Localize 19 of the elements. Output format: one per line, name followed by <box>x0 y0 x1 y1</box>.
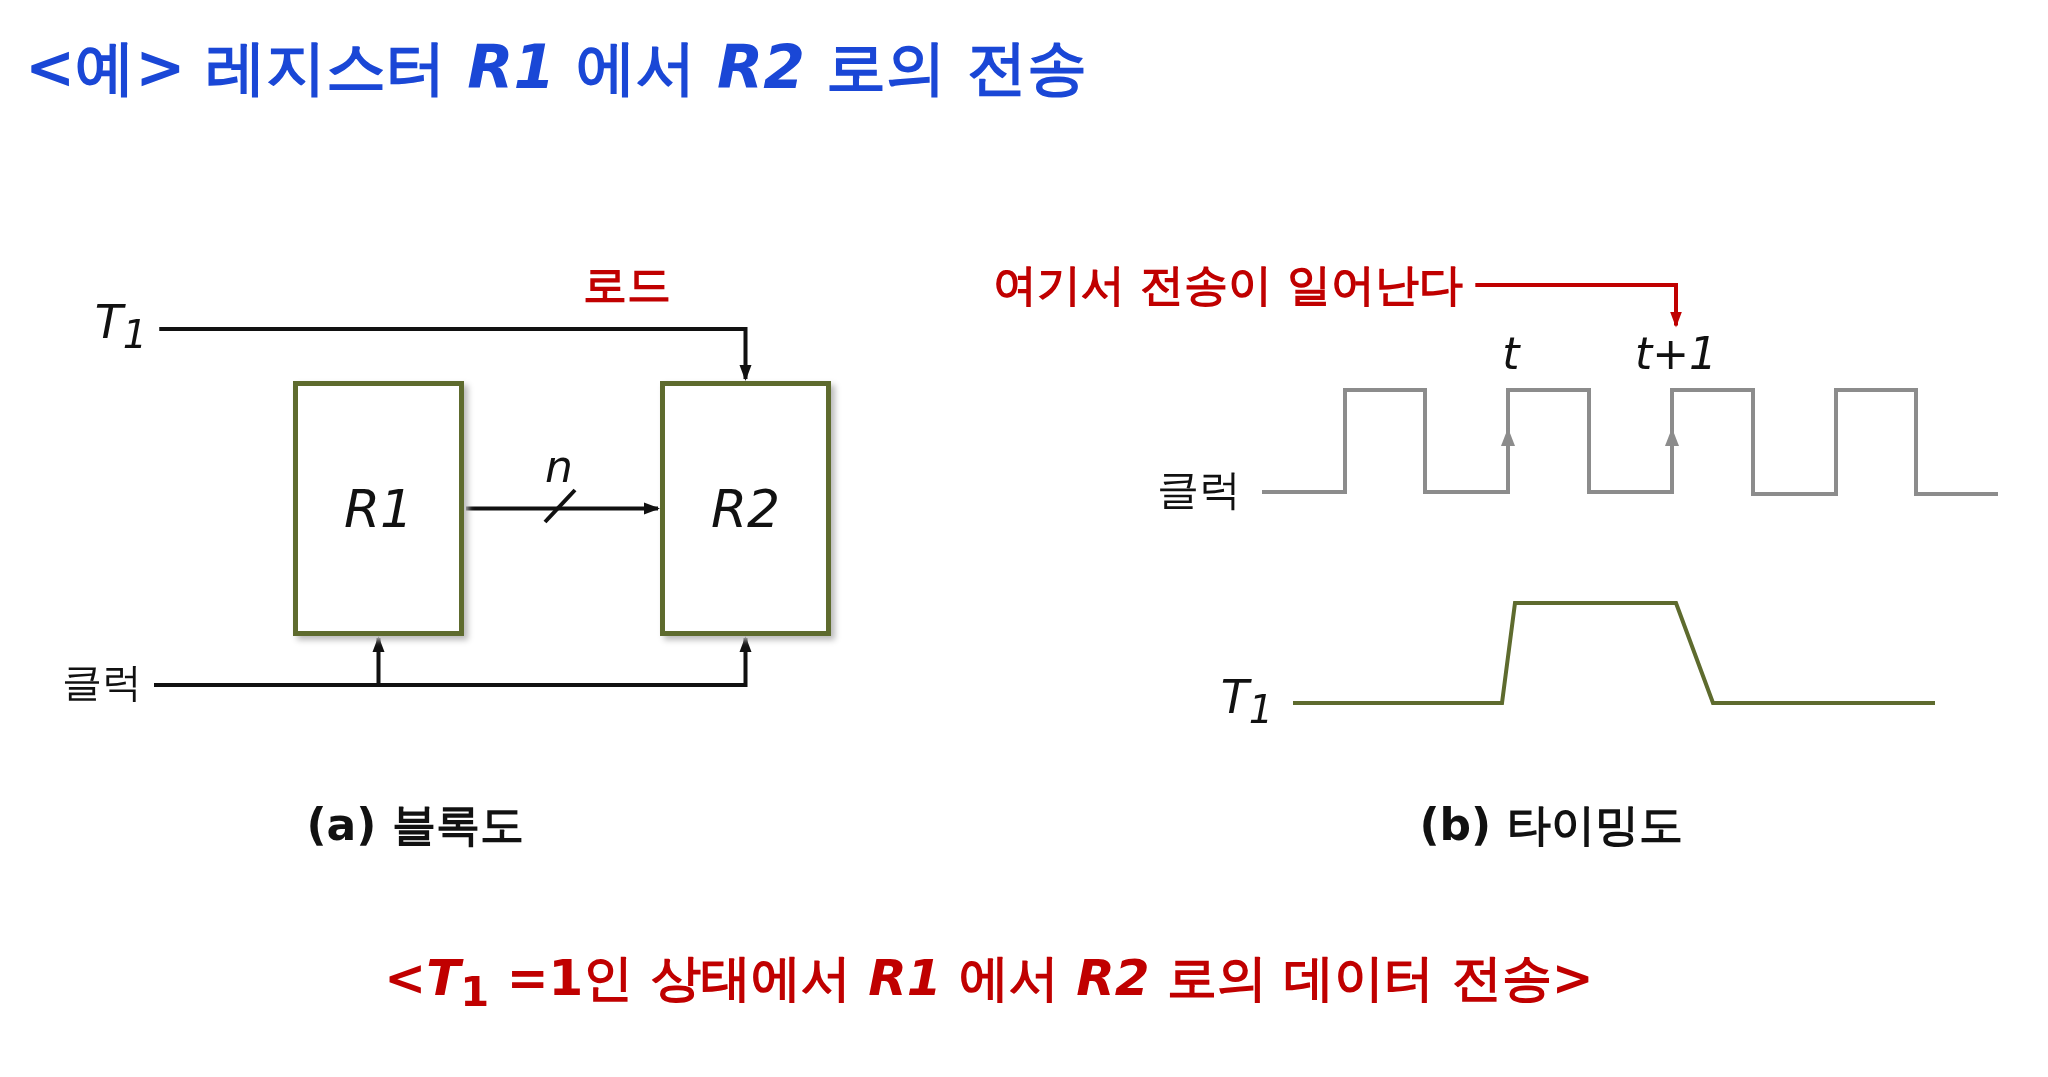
register-box: R1 <box>293 381 464 636</box>
title: <예> 레지스터 R1 에서 R2 로의 전송 <box>25 31 1087 104</box>
time-label: t <box>1502 327 1520 379</box>
subfigure-caption: (b) 타이밍도 <box>1419 797 1683 852</box>
signal-label: T$_{1}$ <box>1220 669 1274 733</box>
time-label: t+1 <box>1634 327 1718 379</box>
edge-label: n <box>545 440 573 492</box>
register-box: R2 <box>660 381 831 636</box>
arrow <box>466 488 660 524</box>
signal-label: T$_{1}$ <box>94 294 148 358</box>
signal-label: 클럭 <box>62 654 142 710</box>
caption: <T$_{1}$ =1인 상태에서 R1 에서 R2 로의 데이터 전송> <box>384 947 1594 1016</box>
annotation-text: 여기서 전송이 일어난다 <box>992 255 1464 315</box>
leader-arrow <box>1475 283 1682 328</box>
signal-label: 클럭 <box>1157 464 1241 516</box>
edge-label: 로드 <box>583 257 671 312</box>
arrow <box>154 636 752 687</box>
arrow <box>159 327 752 381</box>
subfigure-caption: (a) 블록도 <box>306 797 524 852</box>
